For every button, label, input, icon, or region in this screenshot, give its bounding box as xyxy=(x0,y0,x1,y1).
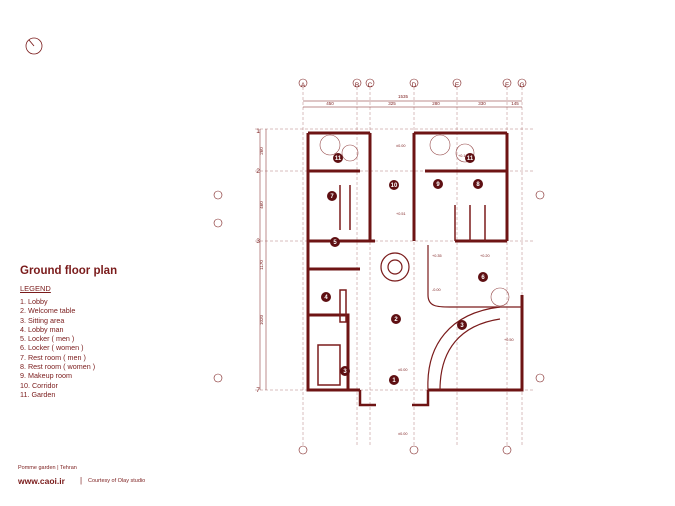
room-marker: 2 xyxy=(391,314,401,324)
grid-letter: F xyxy=(505,82,509,89)
dimension-total: 1535 xyxy=(398,94,409,99)
room-marker: 4 xyxy=(321,292,331,302)
dimension: 460 xyxy=(259,201,264,209)
level-tag: +0.20 xyxy=(480,254,490,258)
svg-text:1: 1 xyxy=(392,378,396,384)
level-tag: +0.35 xyxy=(432,254,442,258)
grid-letter: A xyxy=(301,82,306,89)
svg-text:8: 8 xyxy=(476,182,480,188)
grid-letter: E xyxy=(455,82,460,89)
legend-item: 2. Welcome table xyxy=(20,306,76,316)
room-marker: 7 xyxy=(327,191,337,201)
grid-letter: G xyxy=(519,82,524,89)
room-marker: 10 xyxy=(389,180,399,190)
room-marker: 6 xyxy=(478,272,488,282)
level-tag: ±0.00 xyxy=(396,144,405,148)
svg-text:2: 2 xyxy=(394,317,398,323)
svg-text:3: 3 xyxy=(343,369,347,375)
level-tag: ±0.00 xyxy=(398,368,407,372)
svg-text:10: 10 xyxy=(391,183,398,189)
grid-number: 2 xyxy=(256,168,260,175)
room-marker: 9 xyxy=(433,179,443,189)
level-tag: ±0.00 xyxy=(398,432,407,436)
level-tag: +0.10 xyxy=(458,154,468,158)
legend-heading: LEGEND xyxy=(20,284,51,293)
room-marker: 8 xyxy=(473,179,483,189)
grid-letter: C xyxy=(368,82,373,89)
svg-text:3: 3 xyxy=(460,323,464,329)
legend-item: 3. Sitting area xyxy=(20,315,65,325)
legend-item: 9. Makeup room xyxy=(20,371,72,381)
dimension: 450 xyxy=(326,101,334,106)
grid-number: 7 xyxy=(256,387,260,394)
grid-letter: D xyxy=(412,82,417,89)
dimension: 1020 xyxy=(259,314,264,325)
plan-title: Ground floor plan xyxy=(20,265,118,277)
legend-item: 11. Garden xyxy=(20,389,56,399)
footer-separator: | xyxy=(80,476,83,485)
dimension: 260 xyxy=(259,147,264,155)
north-arrow-icon xyxy=(25,37,43,55)
level-tag: +0.50 xyxy=(504,338,514,342)
room-marker: 5 xyxy=(330,237,340,247)
svg-text:5: 5 xyxy=(333,240,337,246)
site-link[interactable]: www.caoi.ir xyxy=(18,476,65,486)
floor-plan: A B C D E F G 1 2 3 7 1535 450 325 280 3… xyxy=(213,78,545,455)
level-tag: -0.00 xyxy=(432,288,441,292)
legend-item: 4. Lobby man xyxy=(20,324,64,334)
legend-item: 1. Lobby xyxy=(20,297,48,306)
grid-letter: B xyxy=(355,82,359,89)
project-location: Pomme garden | Tehran xyxy=(18,465,77,471)
svg-text:11: 11 xyxy=(467,156,474,162)
legend-item: 7. Rest room ( men ) xyxy=(20,352,86,362)
legend-item: 10. Corridor xyxy=(20,380,58,390)
level-tag: +0.51 xyxy=(396,212,406,216)
room-marker: 11 xyxy=(333,153,343,163)
svg-text:11: 11 xyxy=(335,156,342,162)
dimension: 1170 xyxy=(259,260,264,270)
svg-text:7: 7 xyxy=(330,194,334,200)
legend-item: 6. Locker ( women ) xyxy=(20,343,84,353)
dimension: 145 xyxy=(511,101,519,106)
dimension: 330 xyxy=(478,101,486,106)
legend-item: 5. Locker ( men ) xyxy=(20,334,75,344)
svg-text:6: 6 xyxy=(481,275,485,281)
legend-list: 1. Lobby 2. Welcome table 3. Sitting are… xyxy=(20,297,95,399)
credit-text: Courtesy of Olay studio xyxy=(88,478,146,484)
dimension: 280 xyxy=(432,101,440,106)
grid-number: 1 xyxy=(256,128,260,135)
svg-text:9: 9 xyxy=(436,182,440,188)
room-marker: 3 xyxy=(340,366,350,376)
room-marker: 3 xyxy=(457,320,467,330)
dimension: 325 xyxy=(388,101,396,106)
room-marker: 1 xyxy=(389,375,399,385)
room-marker: 11 xyxy=(465,153,475,163)
legend-item: 8. Rest room ( women ) xyxy=(20,362,96,372)
svg-text:4: 4 xyxy=(324,295,328,301)
grid-number: 3 xyxy=(256,238,260,245)
